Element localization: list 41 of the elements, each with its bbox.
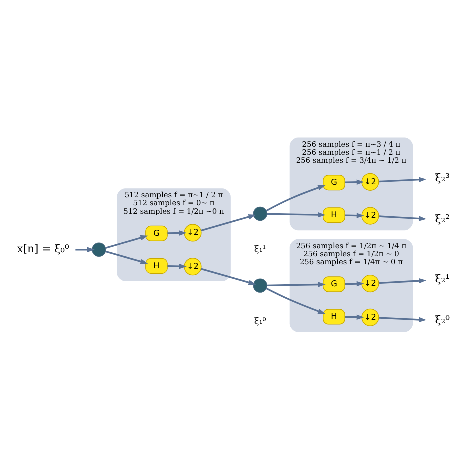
arrow (201, 214, 256, 232)
arrow (345, 179, 364, 185)
node-box: G (146, 225, 168, 241)
node-text: ξ₂⁰ (435, 313, 450, 326)
node-circle (92, 242, 106, 257)
arrow (378, 278, 427, 284)
arrow (345, 314, 364, 320)
arrow (168, 230, 187, 236)
arrow (76, 246, 95, 252)
arrow (267, 212, 326, 218)
arrow (266, 287, 326, 314)
arrow (345, 280, 364, 286)
node-box: H (323, 308, 346, 324)
arrow (267, 282, 326, 287)
node-text: ξ₂³ (435, 170, 450, 184)
node-circle (253, 278, 268, 292)
arrow (106, 234, 148, 248)
node-circle: ↓2 (184, 258, 202, 276)
node-circle: ↓2 (362, 206, 380, 224)
arrow (168, 263, 187, 269)
node-box: H (146, 258, 168, 274)
arrow (266, 184, 326, 212)
node-box: H (323, 207, 346, 223)
node-circle (253, 206, 268, 221)
arrow (378, 215, 427, 221)
arrow (378, 176, 427, 182)
node-circle: ↓2 (184, 224, 202, 242)
node-text: ξ₂¹ (435, 272, 450, 285)
arrow (201, 268, 256, 285)
label: ξ₁⁰ (254, 316, 266, 327)
node-circle: ↓2 (362, 274, 380, 292)
arrow (106, 250, 148, 264)
node-text: ξ₂² (435, 212, 450, 226)
arrow (345, 212, 364, 218)
node-circle: ↓2 (362, 308, 380, 326)
arrow (378, 316, 427, 322)
node-box: G (323, 276, 346, 292)
label: ξ₁¹ (254, 244, 266, 255)
node-circle: ↓2 (362, 172, 380, 190)
node-text: x[n] = ξ₀⁰ (17, 242, 70, 255)
node-box: G (323, 174, 346, 190)
